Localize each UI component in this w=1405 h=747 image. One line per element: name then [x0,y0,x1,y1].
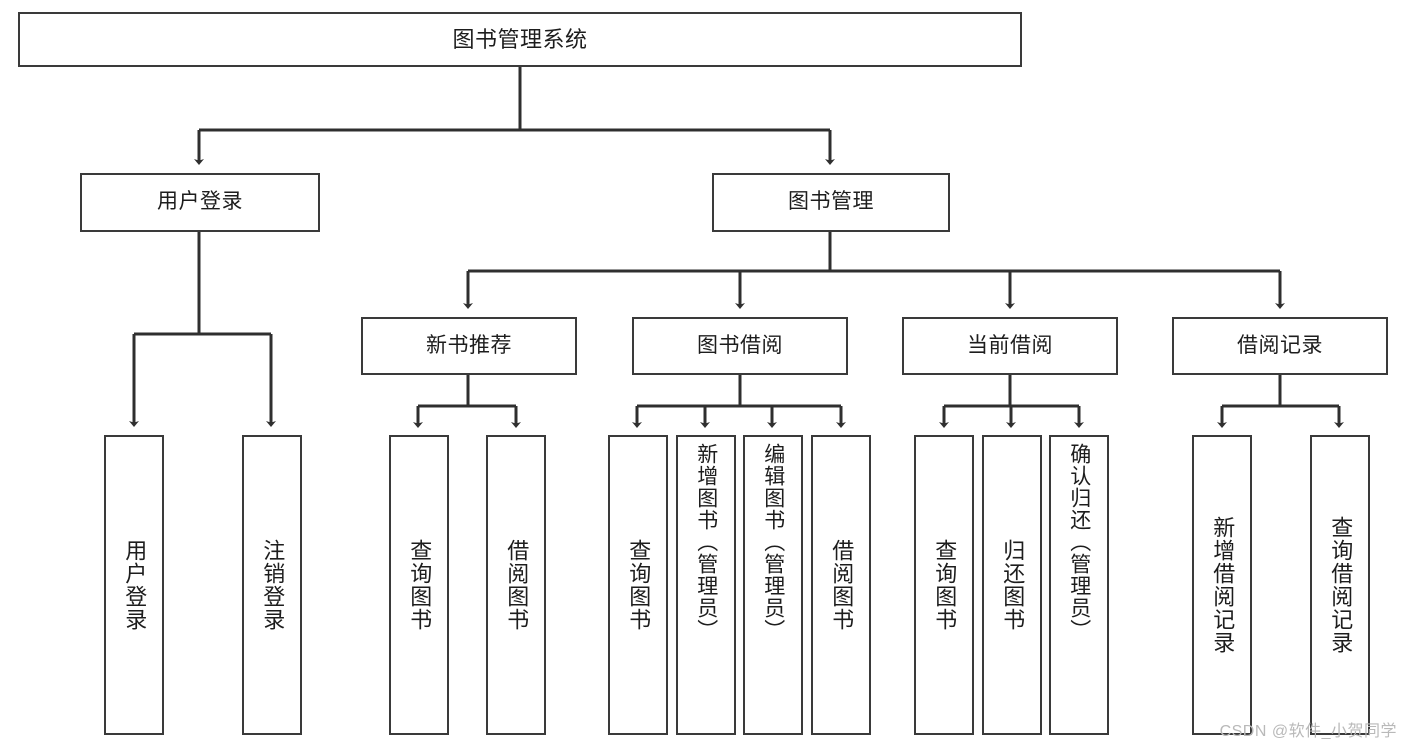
node-label: 图书借阅 [697,333,783,357]
leaf-add-book-admin[interactable]: 新增图书（管理员） [676,435,736,735]
node-label: 确认归还（管理员） [1067,443,1091,641]
node-label: 图书管理系统 [452,26,588,52]
node-label: 归还图书 [1000,539,1026,631]
leaf-borrow-book[interactable]: 借阅图书 [811,435,871,735]
node-root-system[interactable]: 图书管理系统 [18,12,1022,67]
leaf-query-book-new[interactable]: 查询图书 [389,435,449,735]
node-label: 新增图书（管理员） [694,443,718,641]
node-label: 当前借阅 [967,333,1053,357]
node-label: 图书管理 [788,190,874,214]
node-book-borrow[interactable]: 图书借阅 [632,317,848,375]
node-label: 查询图书 [932,539,958,631]
node-label: 借阅图书 [504,539,530,631]
leaf-return-book[interactable]: 归还图书 [982,435,1042,735]
leaf-user-login[interactable]: 用户登录 [104,435,164,735]
leaf-edit-book-admin[interactable]: 编辑图书（管理员） [743,435,803,735]
node-label: 借阅图书 [829,539,855,631]
node-user-login[interactable]: 用户登录 [80,173,320,232]
node-label: 编辑图书（管理员） [761,443,785,641]
leaf-query-book-current[interactable]: 查询图书 [914,435,974,735]
node-new-book-recommend[interactable]: 新书推荐 [361,317,577,375]
node-label: 用户登录 [122,539,148,631]
leaf-borrow-book-new[interactable]: 借阅图书 [486,435,546,735]
node-borrow-record[interactable]: 借阅记录 [1172,317,1388,375]
node-label: 注销登录 [260,539,286,631]
node-label: 新增借阅记录 [1210,516,1236,654]
node-label: 查询图书 [626,539,652,631]
leaf-add-borrow-record[interactable]: 新增借阅记录 [1192,435,1252,735]
node-current-borrow[interactable]: 当前借阅 [902,317,1118,375]
node-book-management[interactable]: 图书管理 [712,173,950,232]
node-label: 新书推荐 [426,333,512,357]
csdn-watermark: CSDN @软件_小贺同学 [1219,723,1397,740]
leaf-query-book-borrow[interactable]: 查询图书 [608,435,668,735]
leaf-confirm-return-admin[interactable]: 确认归还（管理员） [1049,435,1109,735]
node-label: 借阅记录 [1237,333,1323,357]
node-label: 用户登录 [157,190,243,214]
node-label: 查询图书 [407,539,433,631]
leaf-logout[interactable]: 注销登录 [242,435,302,735]
node-label: 查询借阅记录 [1328,516,1354,654]
leaf-query-borrow-record[interactable]: 查询借阅记录 [1310,435,1370,735]
